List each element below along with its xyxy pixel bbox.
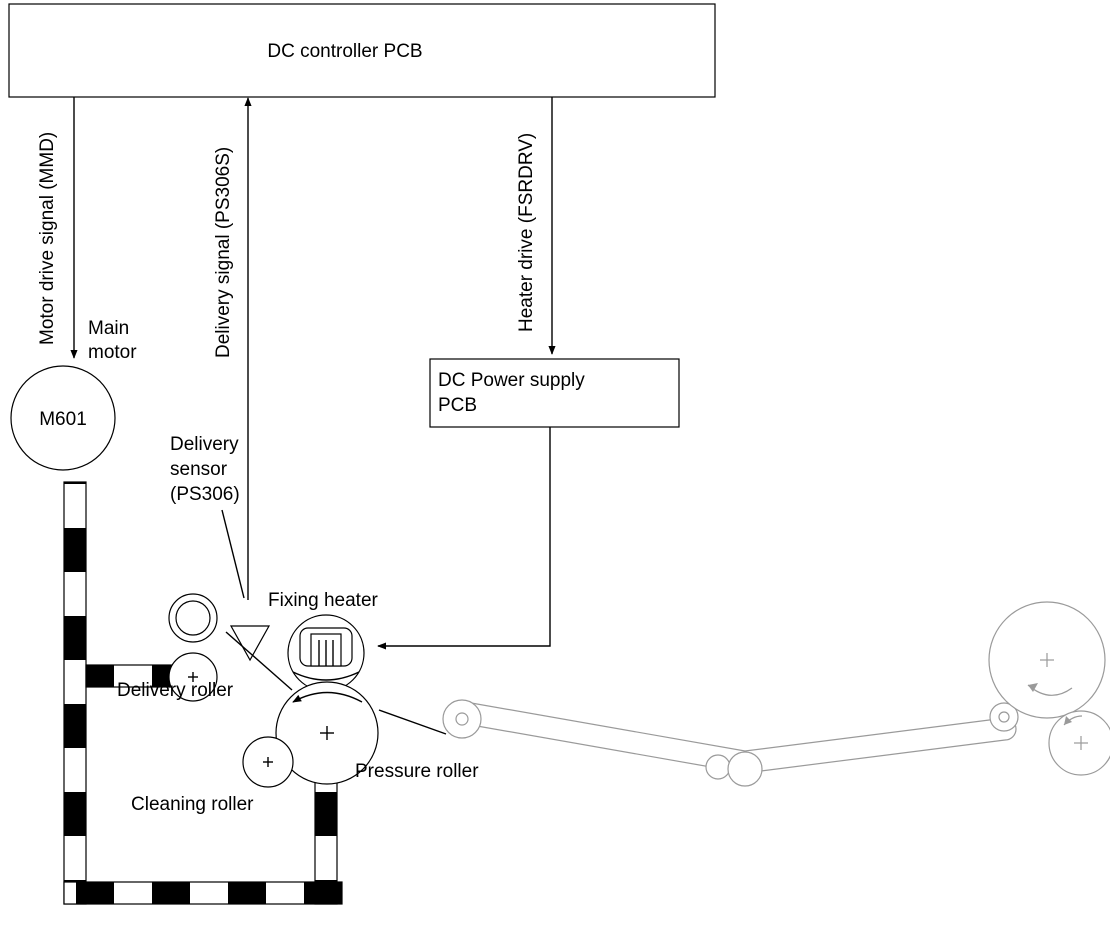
main-motor-id: M601 (39, 409, 87, 430)
delivery-roller (168, 652, 218, 702)
delivery-sensor-leader (221, 509, 245, 599)
upper-delivery-roller (168, 593, 218, 643)
delivery-sensor-label-line3: (PS306) (170, 484, 240, 505)
main-motor-label-line1: Main (88, 318, 129, 339)
cleaning-roller (242, 736, 294, 788)
delivery-signal: Delivery signal (PS306S) (213, 97, 252, 600)
delivery-signal-label: Delivery signal (PS306S) (213, 147, 234, 358)
delivery-sensor-icon (229, 625, 271, 662)
dc-power-supply-label-line2: PCB (438, 395, 477, 416)
dc-power-supply-label-line1: DC Power supply (438, 370, 585, 391)
transfer-belt-assembly (442, 699, 1019, 787)
delivery-roller-leader (225, 631, 293, 691)
dc-controller-pcb: DC controller PCB (8, 3, 716, 98)
motor-drive-signal: Motor drive signal (MMD) (37, 97, 78, 359)
heater-power-line (377, 427, 551, 650)
main-motor: M601 (10, 365, 116, 471)
delivery-sensor-label-line1: Delivery (170, 434, 239, 455)
pressure-roller (275, 681, 379, 785)
motor-drive-signal-label: Motor drive signal (MMD) (37, 132, 58, 345)
delivery-sensor-label-line2: sensor (170, 459, 228, 480)
photosensitive-drum (988, 601, 1106, 719)
delivery-roller-label: Delivery roller (117, 680, 234, 701)
fixing-heater-label: Fixing heater (268, 590, 379, 611)
heater-drive-signal: Heater drive (FSRDRV) (516, 97, 556, 355)
main-motor-label-line2: motor (88, 342, 137, 363)
pressure-roller-label: Pressure roller (355, 761, 479, 782)
dc-controller-pcb-label: DC controller PCB (267, 41, 422, 62)
cleaning-roller-label: Cleaning roller (131, 794, 254, 815)
fixing-heater-icon (287, 614, 365, 692)
transfer-roller (1048, 710, 1110, 776)
heater-drive-signal-label: Heater drive (FSRDRV) (516, 133, 537, 332)
dc-power-supply-pcb: DC Power supply PCB (429, 358, 680, 428)
paper-path (378, 709, 447, 735)
